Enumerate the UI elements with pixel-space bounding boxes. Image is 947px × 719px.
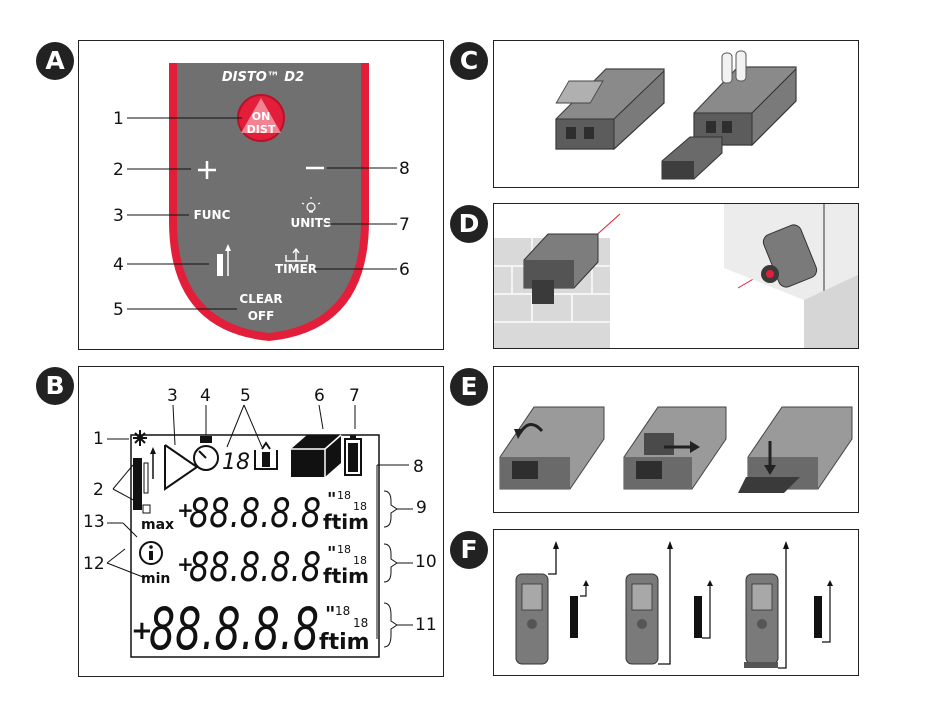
callout-b-3: 3 xyxy=(167,386,178,406)
device-f-2 xyxy=(626,541,673,664)
unit-label-2: ftim xyxy=(323,564,369,588)
callout-b-10: 10 xyxy=(415,552,437,572)
usage-illustration xyxy=(494,204,859,349)
callout-a-2: 2 xyxy=(113,160,124,180)
callout-a-7: 7 xyxy=(399,215,410,235)
panel-e-endpiece xyxy=(493,366,859,513)
callout-b-2: 2 xyxy=(93,480,104,500)
callout-b-12: 12 xyxy=(83,554,105,574)
ref-icon-f-2 xyxy=(694,580,713,638)
callout-b-1: 1 xyxy=(93,429,104,449)
display-diagram: 3 4 5 6 7 1 2 13 12 8 9 10 11 xyxy=(79,367,444,677)
digits-line-2: 88.8.8.8 xyxy=(189,545,321,591)
endpiece-illustration xyxy=(494,367,859,513)
on-label: ON xyxy=(252,110,271,123)
reference-illustration xyxy=(494,530,859,676)
callout-a-6: 6 xyxy=(399,260,410,280)
device-e-1 xyxy=(500,407,604,489)
inch-mark-1: " xyxy=(327,489,336,510)
unit-label-1: ftim xyxy=(323,510,369,534)
area-triangle-icon xyxy=(165,445,197,489)
badge-b: B xyxy=(36,367,74,405)
digits-line-3: 88.8.8.8 xyxy=(149,595,319,663)
laser-star-icon xyxy=(133,430,147,446)
callout-a-4: 4 xyxy=(113,255,124,275)
off-label: OFF xyxy=(248,309,275,323)
volume-cube-icon xyxy=(291,435,341,477)
keypad-diagram: DISTO™ D2 ON DIST FUNC UNITS xyxy=(79,41,444,350)
callout-a-5: 5 xyxy=(113,300,124,320)
frac-den-1: 18 xyxy=(353,500,367,513)
timer-digits: 18 xyxy=(222,450,250,475)
callout-a-8: 8 xyxy=(399,159,410,179)
digits-line-1: 88.8.8.8 xyxy=(189,491,321,537)
units-button[interactable]: UNITS xyxy=(290,216,331,230)
frac-den-3: 18 xyxy=(353,616,368,630)
brand-label: DISTO™ D2 xyxy=(222,70,304,85)
inch-mark-2: " xyxy=(327,543,336,564)
callout-b-5: 5 xyxy=(240,386,251,406)
clear-button[interactable]: CLEAR xyxy=(239,292,282,306)
reference-bar-icon xyxy=(133,447,156,513)
badge-c: C xyxy=(450,42,488,80)
badge-e: E xyxy=(450,368,488,406)
min-label: min xyxy=(141,571,170,587)
max-label: max xyxy=(141,517,174,533)
unit-label-3: ftim xyxy=(319,630,370,655)
callout-a-3: 3 xyxy=(113,206,124,226)
panel-a-keypad: DISTO™ D2 ON DIST FUNC UNITS xyxy=(78,40,444,350)
frac-num-3: 18 xyxy=(335,604,350,618)
battery-illustration xyxy=(494,41,859,188)
badge-d: D xyxy=(450,205,488,243)
panel-d-usage xyxy=(493,203,859,349)
device-f-3 xyxy=(744,541,789,668)
device-e-2 xyxy=(624,407,726,489)
device-e-3 xyxy=(738,407,852,493)
callout-b-4: 4 xyxy=(200,386,211,406)
frac-num-2: 18 xyxy=(337,543,351,556)
func-button[interactable]: FUNC xyxy=(194,208,231,222)
dist-label: DIST xyxy=(247,123,276,136)
panel-b-display: 3 4 5 6 7 1 2 13 12 8 9 10 11 xyxy=(78,366,444,677)
ref-icon-f-1 xyxy=(570,580,589,638)
callout-a-1: 1 xyxy=(113,109,124,129)
callout-b-13: 13 xyxy=(83,512,105,532)
reference-tripod-icon xyxy=(255,443,277,469)
inch-mark-3: " xyxy=(325,602,335,626)
callout-b-9: 9 xyxy=(416,498,427,518)
callout-b-6: 6 xyxy=(314,386,325,406)
panel-f-reference xyxy=(493,529,859,676)
callout-b-11: 11 xyxy=(415,615,437,635)
badge-a: A xyxy=(36,42,74,80)
info-icon xyxy=(140,542,162,564)
callout-b-7: 7 xyxy=(349,386,360,406)
device-f-1 xyxy=(516,541,559,664)
callout-b-8: 8 xyxy=(413,457,424,477)
badge-f: F xyxy=(450,531,488,569)
frac-num-1: 18 xyxy=(337,489,351,502)
ref-icon-f-3 xyxy=(814,580,833,642)
frac-den-2: 18 xyxy=(353,554,367,567)
timer-button[interactable]: TIMER xyxy=(275,262,317,276)
panel-c-battery xyxy=(493,40,859,188)
timer-icon xyxy=(194,437,218,470)
battery-icon xyxy=(345,435,361,475)
